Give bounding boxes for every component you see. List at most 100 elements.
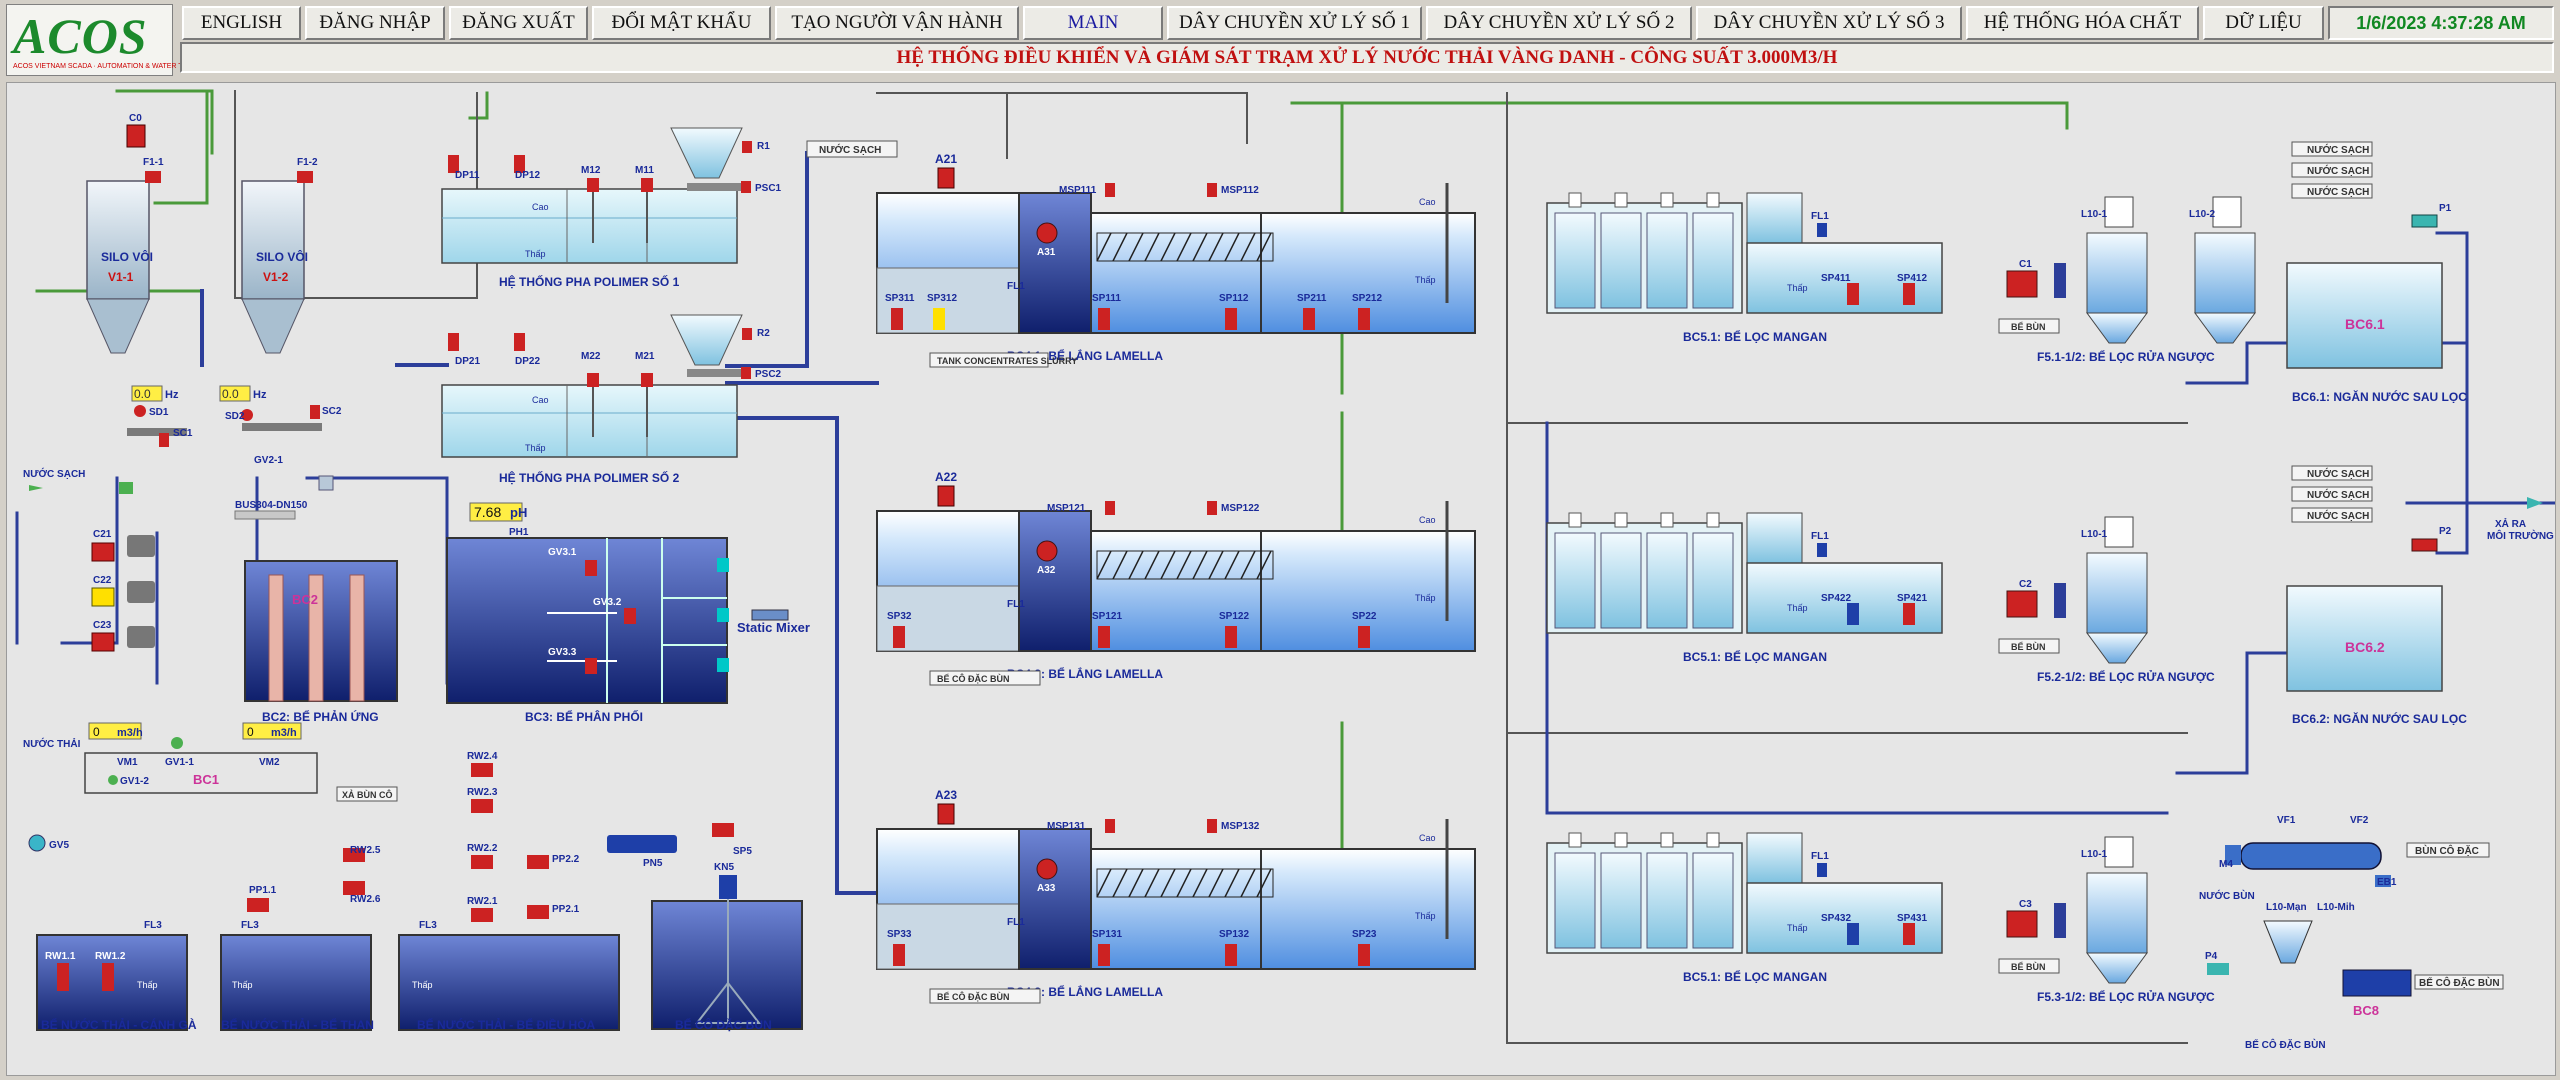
thickener-motor-kn5[interactable]: [719, 875, 737, 899]
pump-rw2-6[interactable]: [343, 881, 365, 895]
valve-actuator[interactable]: [1614, 512, 1628, 528]
mixer-m12[interactable]: [587, 178, 599, 192]
compressor-c0[interactable]: [126, 124, 146, 148]
eb1-unit[interactable]: [2375, 875, 2391, 887]
sludge-pump-a[interactable]: [1105, 501, 1115, 515]
pump-pp1-1[interactable]: [247, 898, 269, 912]
valve-gv5[interactable]: [28, 834, 46, 852]
valve-gv1-1[interactable]: [171, 737, 183, 749]
pump-rw2-5[interactable]: [343, 848, 365, 862]
feeder-r1[interactable]: [742, 141, 752, 153]
compressor-c22[interactable]: C22: [91, 575, 155, 607]
valve-actuator[interactable]: [1660, 832, 1674, 848]
valve-actuator[interactable]: [1706, 192, 1720, 208]
pump-rw2-4[interactable]: [471, 763, 493, 777]
feeder-r2[interactable]: [742, 328, 752, 340]
submersible-pump[interactable]: [1903, 283, 1915, 305]
pump-sp5[interactable]: [712, 823, 734, 837]
valve-actuator[interactable]: [1706, 512, 1720, 528]
tank-bc2[interactable]: BC2 BC2: BỂ PHẢN ỨNG: [244, 560, 398, 724]
nav-line-1[interactable]: DÂY CHUYỀN XỬ LÝ SỐ 1: [1167, 6, 1422, 40]
mixer-icon[interactable]: [1036, 858, 1058, 880]
mixer-m22[interactable]: [587, 373, 599, 387]
submersible-pump[interactable]: [1098, 944, 1110, 966]
nav-line-2[interactable]: DÂY CHUYỀN XỬ LÝ SỐ 2: [1426, 6, 1692, 40]
valve-actuator[interactable]: [1614, 192, 1628, 208]
nav-main[interactable]: MAIN: [1023, 6, 1163, 40]
nav-line-3[interactable]: DÂY CHUYỀN XỬ LÝ SỐ 3: [1696, 6, 1962, 40]
sludge-pump-a[interactable]: [1105, 819, 1115, 833]
nav-english[interactable]: ENGLISH: [182, 6, 301, 40]
submersible-pump[interactable]: [1358, 308, 1370, 330]
after-filter-bc6-2[interactable]: BC6.2 BC6.2: NGĂN NƯỚC SAU LỌC P2 NƯỚC S…: [2286, 465, 2467, 726]
submersible-pump[interactable]: [1903, 603, 1915, 625]
valve-actuator[interactable]: [1568, 832, 1582, 848]
valve-gv3-3[interactable]: [585, 658, 597, 674]
valve-gv3-2[interactable]: [624, 608, 636, 624]
pump-rw2-2[interactable]: [471, 855, 493, 869]
tank-bc3[interactable]: GV3.1 GV3.2 GV3.3 BC3: BỂ PHÂN PHỐI: [446, 537, 728, 724]
pump-p1[interactable]: [2411, 214, 2438, 228]
nav-data[interactable]: DỮ LIỆU: [2203, 6, 2324, 40]
flow-valve[interactable]: [717, 608, 729, 622]
sludge-pump-a[interactable]: [1105, 183, 1115, 197]
dosing-pump-dp12[interactable]: [514, 155, 525, 173]
valve-actuator[interactable]: [1568, 192, 1582, 208]
valve-actuator[interactable]: [1706, 832, 1720, 848]
filter-press-bc8[interactable]: M4 VF1 VF2 EB1 BÙN CÔ ĐẶC NƯỚC BÙN L10-M…: [2199, 815, 2504, 1051]
submersible-pump[interactable]: [1847, 923, 1859, 945]
flow-valve[interactable]: [717, 658, 729, 672]
silo-v1-2[interactable]: F1-2 SILO VÔI V1-2: [241, 157, 318, 354]
submersible-pump[interactable]: [1847, 283, 1859, 305]
sump-dieuhoa[interactable]: RW2.4 RW2.3 RW2.2 RW2.1 PP2.2 PP2.1 RW2.…: [343, 751, 620, 1032]
submersible-pump[interactable]: [1098, 308, 1110, 330]
submersible-pump[interactable]: [1303, 308, 1315, 330]
sludge-thickener[interactable]: KN5 PN5 SP5 BỂ CÔ ĐẶC BÙN: [607, 823, 803, 1032]
mixer-m21[interactable]: [641, 373, 653, 387]
submersible-pump[interactable]: [891, 308, 903, 330]
submersible-pump[interactable]: [1358, 944, 1370, 966]
nav-login[interactable]: ĐĂNG NHẬP: [305, 6, 445, 40]
compressor-c23[interactable]: C23: [91, 620, 155, 652]
nav-create-operator[interactable]: TẠO NGƯỜI VẬN HÀNH: [775, 6, 1019, 40]
flow-valve[interactable]: [717, 558, 729, 572]
valve-gv3-1[interactable]: [585, 560, 597, 576]
submersible-pump[interactable]: [1358, 626, 1370, 648]
submersible-pump[interactable]: [1225, 626, 1237, 648]
pump-p4[interactable]: [2207, 963, 2229, 975]
valve-actuator[interactable]: [1660, 192, 1674, 208]
sludge-pump-b[interactable]: [1207, 501, 1217, 515]
pump-rw2-1[interactable]: [471, 908, 493, 922]
submersible-pump[interactable]: [1903, 923, 1915, 945]
motor-m4[interactable]: [2225, 845, 2241, 865]
screw-motor-sc1[interactable]: [159, 433, 169, 447]
submersible-pump[interactable]: [1847, 603, 1859, 625]
submersible-pump[interactable]: [1098, 626, 1110, 648]
agitator-motor[interactable]: [937, 167, 955, 189]
valve-actuator[interactable]: [1614, 832, 1628, 848]
pump-pp2-2[interactable]: [527, 855, 549, 869]
pump-p2[interactable]: [2411, 538, 2438, 552]
screw-motor-psc1[interactable]: [741, 181, 751, 193]
compressor-c21[interactable]: C21: [91, 529, 155, 562]
pump-rw2-3[interactable]: [471, 799, 493, 813]
pump-pp2-1[interactable]: [527, 905, 549, 919]
mixer-icon[interactable]: [1036, 222, 1058, 244]
screw-motor-sc2[interactable]: [310, 405, 320, 419]
rotary-feeder-sd1[interactable]: [134, 405, 146, 417]
after-filter-bc6-1[interactable]: BC6.1 BC6.1: NGĂN NƯỚC SAU LỌC P1 NƯỚC S…: [2286, 141, 2467, 404]
submersible-pump[interactable]: [1225, 308, 1237, 330]
submersible-pump[interactable]: [1225, 944, 1237, 966]
screw-motor-psc2[interactable]: [741, 367, 751, 379]
valve-actuator[interactable]: [1568, 512, 1582, 528]
sump-cangga[interactable]: RW1.1 RW1.2 FL3 Thấp BỂ NƯỚC THẢI - CÁNH…: [36, 920, 197, 1032]
nav-chemical[interactable]: HỆ THỐNG HÓA CHẤT: [1966, 6, 2199, 40]
clean-water-valve[interactable]: [119, 482, 133, 494]
dosing-pump-dp22[interactable]: [514, 333, 525, 351]
